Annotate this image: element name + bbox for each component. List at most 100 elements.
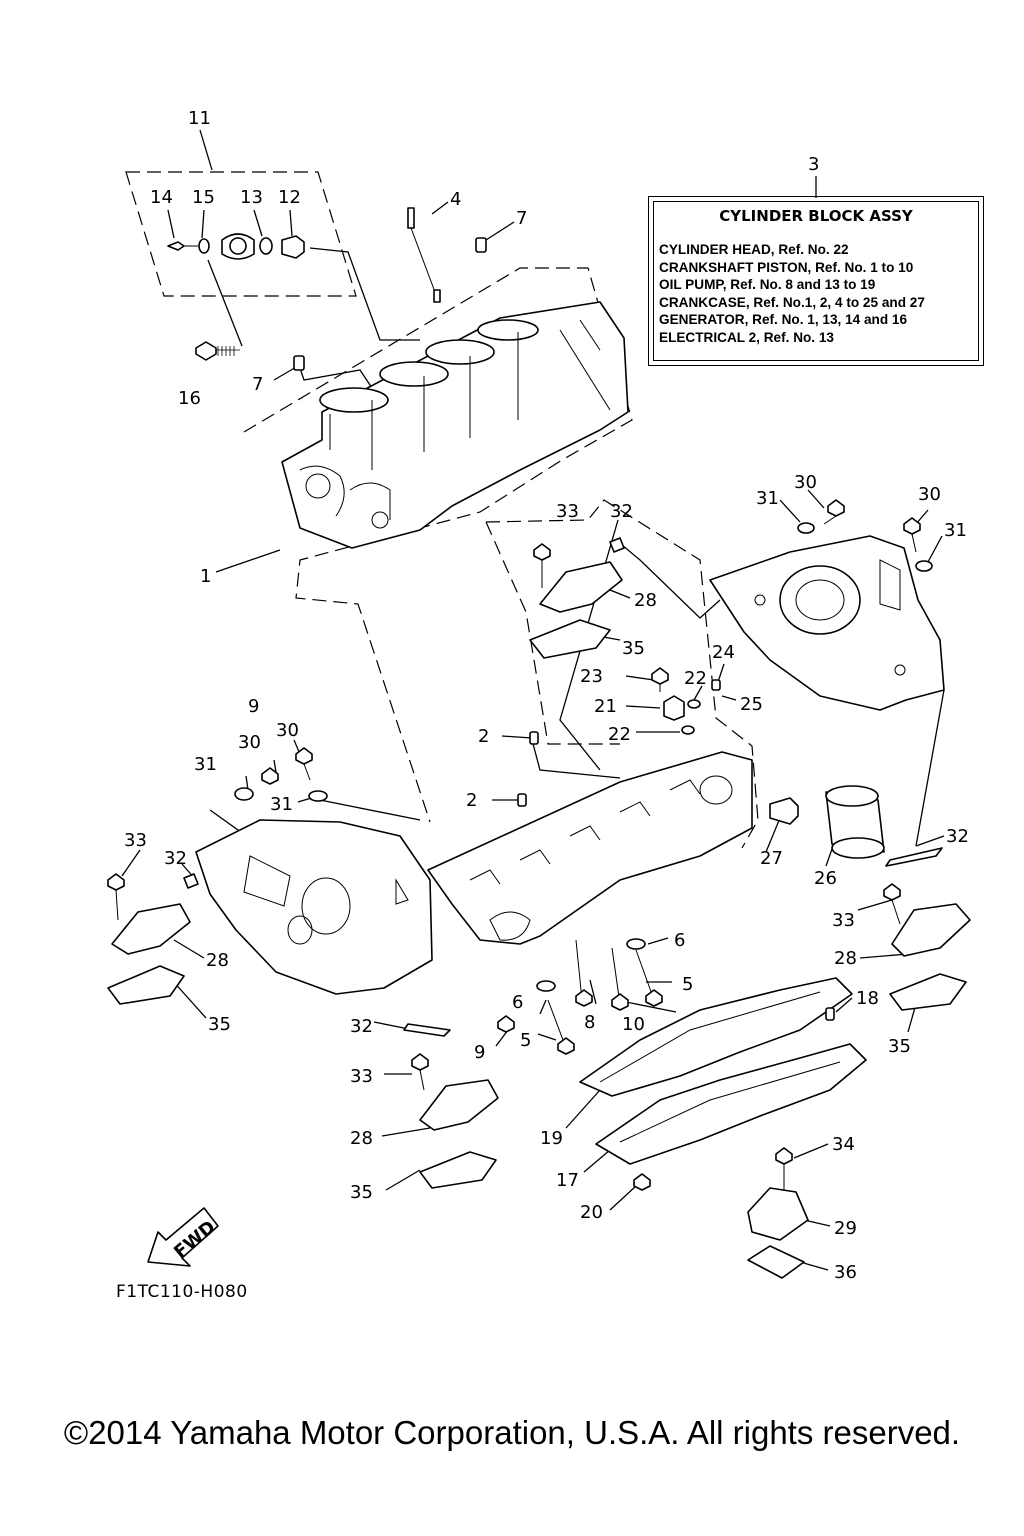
part-35-plate-lower	[419, 1151, 497, 1189]
legend-line: ELECTRICAL 2, Ref. No. 13	[659, 329, 834, 345]
callout: 35	[622, 638, 645, 659]
callout: 25	[740, 694, 763, 715]
group-1-boundary	[243, 267, 633, 823]
callout: 18	[856, 988, 879, 1009]
callout: 14	[150, 187, 173, 208]
gaskets-32	[183, 537, 943, 1037]
part-13-oring	[259, 237, 273, 255]
part-26-oil-filter	[825, 785, 885, 859]
callout: 27	[760, 848, 783, 869]
callout: 6	[674, 930, 685, 951]
callout: 31	[270, 794, 293, 815]
callout: 28	[634, 590, 657, 611]
legend-inner-frame	[653, 201, 979, 361]
callout: 30	[918, 484, 941, 505]
legend-line: OIL PUMP, Ref. No. 8 and 13 to 19	[659, 277, 876, 293]
callout: 23	[580, 666, 603, 687]
callout: 32	[164, 848, 187, 869]
callout: 29	[834, 1218, 857, 1239]
callout: 32	[610, 501, 633, 522]
callout: 7	[252, 374, 263, 395]
callout: 4	[450, 189, 461, 210]
callout: 33	[832, 910, 855, 931]
callout: 9	[248, 696, 259, 717]
callout: 31	[756, 488, 779, 509]
callout: 31	[194, 754, 217, 775]
callout: 12	[278, 187, 301, 208]
callout: 28	[834, 948, 857, 969]
callout: 28	[206, 950, 229, 971]
callout: 24	[712, 642, 735, 663]
part-1-cylinder-block	[281, 301, 629, 549]
callout: 31	[944, 520, 967, 541]
copyright-notice: ©2014 Yamaha Motor Corporation, U.S.A. A…	[63, 1414, 961, 1451]
legend-box: CYLINDER BLOCK ASSY CYLINDER HEAD, Ref. …	[648, 196, 984, 366]
callout: 32	[350, 1016, 373, 1037]
callout: 35	[888, 1036, 911, 1057]
legend-line: CRANKSHAFT PISTON, Ref. No. 1 to 10	[659, 259, 914, 275]
legend-line: GENERATOR, Ref. No. 1, 13, 14 and 16	[659, 312, 908, 328]
callout: 30	[794, 472, 817, 493]
callout: 8	[584, 1012, 595, 1033]
part-28-mount-right	[891, 903, 971, 957]
legend-line: CRANKCASE, Ref. No.1, 2, 4 to 25 and 27	[659, 294, 925, 310]
callout: 17	[556, 1170, 579, 1191]
callout: 34	[832, 1134, 855, 1155]
callout: 33	[124, 830, 147, 851]
part-29-mount	[747, 1187, 809, 1241]
part-12-plug	[281, 235, 305, 259]
legend-lines: CYLINDER HEAD, Ref. No. 22 CRANKSHAFT PI…	[659, 241, 925, 347]
callout: 30	[276, 720, 299, 741]
part-35-plate-upper	[529, 619, 611, 659]
callout: 30	[238, 732, 261, 753]
part-16-bolt	[195, 341, 240, 361]
callout: 10	[622, 1014, 645, 1035]
part-generator-cover-right	[709, 535, 945, 711]
part-35-plate-left	[107, 965, 185, 1005]
part-27-fitting	[769, 797, 799, 825]
callout: 26	[814, 868, 837, 889]
callout: 7	[516, 208, 527, 229]
callout: 22	[608, 724, 631, 745]
callout: 2	[466, 790, 477, 811]
leader-lines	[121, 129, 945, 1271]
part-generator-cover-left	[195, 819, 433, 995]
callout: 20	[580, 1202, 603, 1223]
callout: 22	[684, 668, 707, 689]
legend-line: CYLINDER HEAD, Ref. No. 22	[659, 242, 849, 257]
callout: 33	[350, 1066, 373, 1087]
callout-labels: 11 14 15 13 12 4 7 16 7 1 33 32 28 35 31…	[124, 108, 969, 1283]
bolts-and-washers	[107, 499, 933, 1191]
callout: 32	[946, 826, 969, 847]
legend-title: CYLINDER BLOCK ASSY	[719, 207, 913, 225]
callout: 33	[556, 501, 579, 522]
part-14-bolt	[167, 241, 198, 251]
callout: 9	[474, 1042, 485, 1063]
group-lower-boundary	[485, 521, 620, 745]
callout: 21	[594, 696, 617, 717]
callout: 6	[512, 992, 523, 1013]
callout: 13	[240, 187, 263, 208]
callout: 16	[178, 388, 201, 409]
part-4-stud	[407, 207, 441, 303]
fwd-arrow-icon: FWD	[147, 1207, 220, 1267]
part-15-washer	[198, 238, 210, 254]
part-28-mount-lower	[419, 1079, 499, 1131]
part-crankcase	[427, 751, 753, 945]
callout: 5	[682, 974, 693, 995]
callout: 5	[520, 1030, 531, 1051]
part-19-gasket	[579, 977, 853, 1097]
legend-ref-number: 3	[808, 154, 819, 175]
callout: 15	[192, 187, 215, 208]
group-11-boundary	[125, 171, 357, 297]
part-28-mount-left	[111, 903, 191, 955]
callout: 2	[478, 726, 489, 747]
callout: 36	[834, 1262, 857, 1283]
callout: 1	[200, 566, 211, 587]
group-crankcase-boundary	[485, 499, 759, 849]
callout: 28	[350, 1128, 373, 1149]
part-17-oil-pan	[595, 1043, 867, 1165]
part-36-plate	[747, 1245, 805, 1279]
callout: 19	[540, 1128, 563, 1149]
